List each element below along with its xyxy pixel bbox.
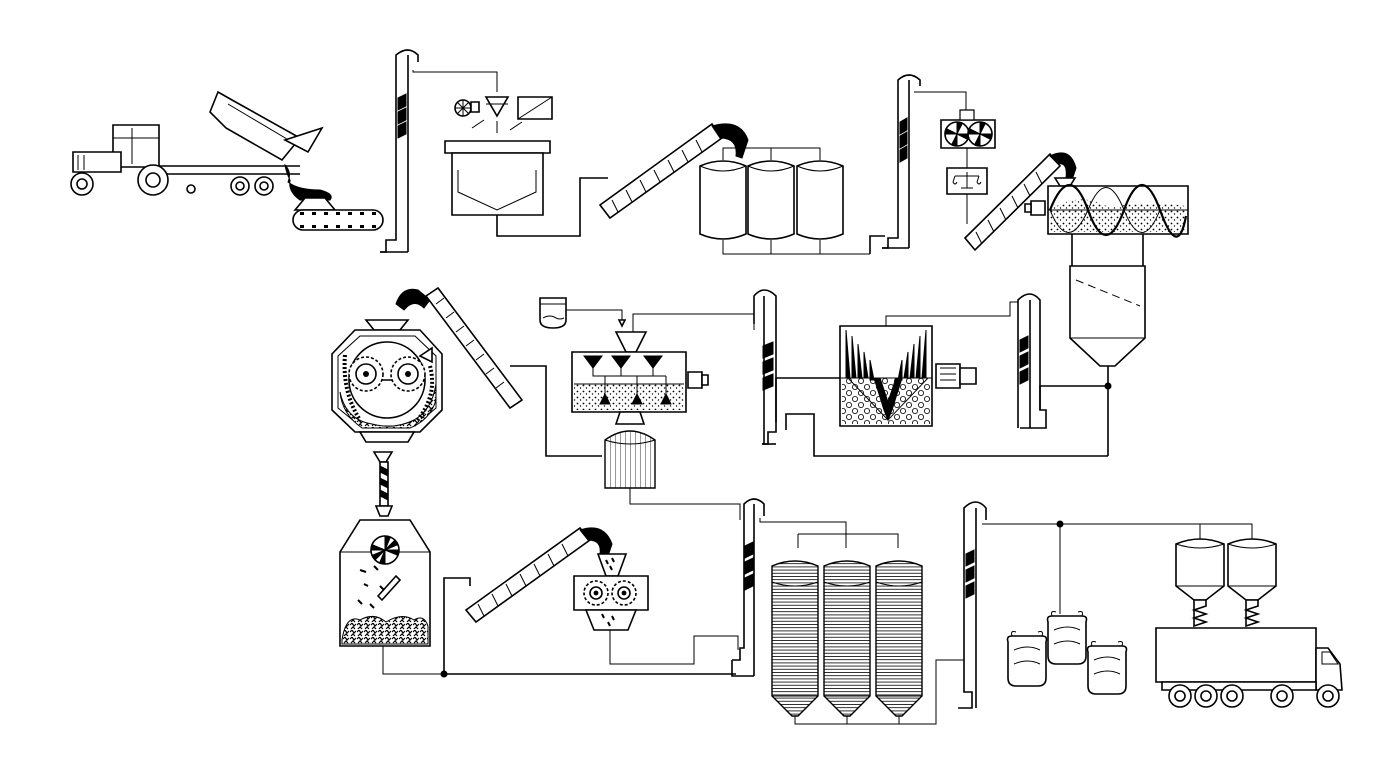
storage-silos-1-icon [700, 148, 885, 254]
screw-conveyor-1-icon [600, 124, 748, 218]
dampening-screw-mixer-icon [1025, 178, 1188, 237]
scourer-icon [572, 314, 754, 424]
feed-pipe-icon [374, 452, 392, 516]
intake-conveyor-icon [285, 165, 383, 230]
pre-cleaner-icon [445, 97, 608, 236]
small-roller-mill-icon [574, 554, 738, 664]
storage-silos-2-icon [772, 561, 964, 724]
ribbed-cyclone-icon [605, 431, 740, 520]
aspirator-scale-icon [941, 110, 995, 224]
bucket-elevator-6-icon [958, 502, 1252, 708]
screw-conveyor-4-icon [440, 528, 737, 678]
intensive-scourer-icon [840, 302, 1018, 426]
bucket-elevator-5-icon [732, 499, 898, 676]
tractor-trailer-icon [71, 92, 322, 195]
impact-detacher-icon [340, 520, 444, 674]
bucket-elevator-3-icon [754, 290, 1108, 456]
truck-loading-icon [1156, 539, 1342, 707]
roller-mill-icon [332, 289, 442, 442]
tempering-bin-icon [1040, 234, 1145, 456]
screw-conveyor-3-icon [426, 288, 602, 456]
screw-conveyor-2-icon [965, 153, 1076, 250]
big-bags-icon [1008, 612, 1127, 695]
small-tank-icon [540, 298, 625, 328]
bucket-elevator-4-icon [1018, 294, 1046, 428]
bucket-elevator-2-icon [882, 75, 966, 248]
bucket-elevator-1-icon [380, 50, 497, 252]
